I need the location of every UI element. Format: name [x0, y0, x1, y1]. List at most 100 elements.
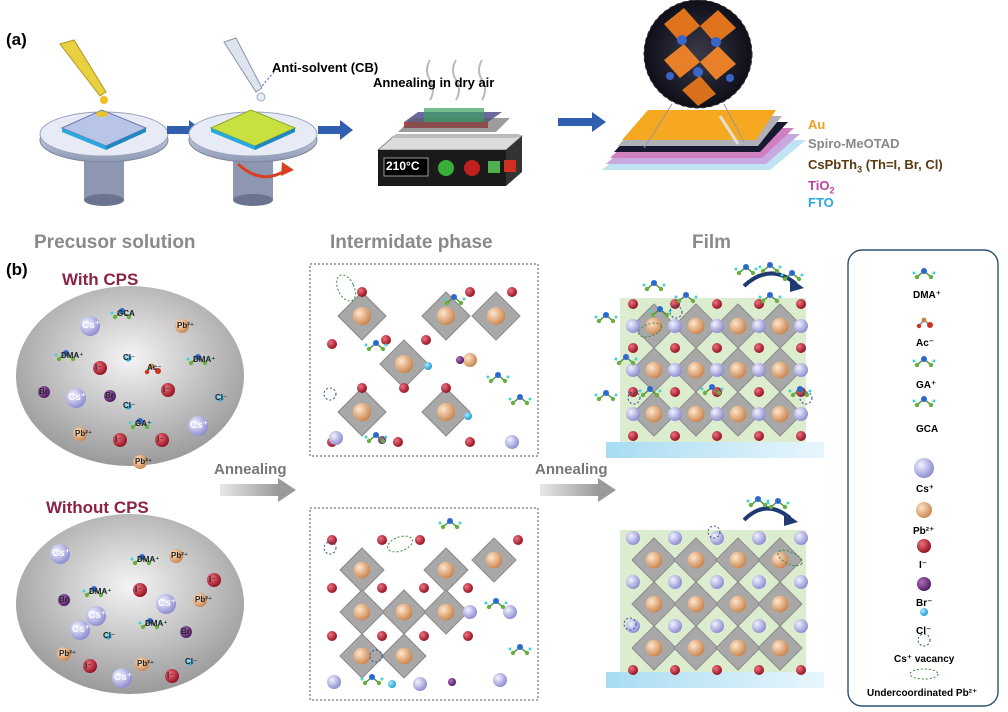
organic-molecule	[138, 618, 162, 630]
intermediate-box-without-cps	[309, 507, 539, 701]
iodide-ion	[712, 343, 722, 353]
bromide-ion	[104, 390, 116, 402]
iodide-ion	[113, 433, 127, 447]
legend-molecule-glyph	[912, 268, 936, 280]
legend-item-label: DMA⁺	[913, 290, 942, 301]
cs-ion	[710, 575, 724, 589]
hydrogen-atom	[364, 435, 368, 439]
organic-molecule	[766, 498, 790, 510]
layer-au-label: Au	[808, 117, 826, 132]
pb-ion	[687, 551, 705, 569]
iodide-ion	[628, 431, 638, 441]
carbon-atom	[444, 300, 450, 306]
iodide-ion	[628, 387, 638, 397]
bottom-ion-label: I⁻	[209, 575, 216, 584]
nitrogen-atom	[495, 372, 501, 378]
nitrogen-atom	[139, 554, 145, 560]
film-top-substrate	[606, 442, 824, 458]
hydrogen-atom	[614, 393, 618, 397]
top-ion-label: GCA	[117, 309, 135, 318]
legend-vacancy-glyph	[917, 633, 931, 647]
chloride-ion	[424, 362, 432, 370]
carbon-atom	[98, 592, 104, 598]
pb-ion	[771, 639, 789, 657]
bromide-ion	[180, 626, 192, 638]
iodide-ion	[357, 287, 367, 297]
pb-ion	[687, 405, 705, 423]
hydrogen-atom	[484, 601, 488, 605]
organic-molecule	[674, 292, 698, 304]
bottom-ion-label: Pb²⁺	[195, 595, 213, 604]
nitrogen-atom	[709, 384, 715, 390]
cs-ion	[70, 620, 90, 640]
hydrogen-atom	[508, 647, 512, 651]
bottom-ion-label: Cl⁻	[185, 657, 198, 666]
cs-ion	[710, 407, 724, 421]
iodide-ion	[712, 431, 722, 441]
pb-ion	[729, 405, 747, 423]
legend-glyphs	[909, 268, 939, 680]
hydrogen-atom	[800, 273, 804, 277]
hydrogen-atom	[766, 501, 770, 505]
header-intermediate: Intermidate phase	[330, 232, 493, 253]
nitrogen-atom	[369, 674, 375, 680]
cs-ion	[710, 363, 724, 377]
legend-undercoordinated-glyph	[909, 668, 939, 680]
nitrogen-atom	[373, 340, 379, 346]
organic-molecule	[508, 644, 532, 656]
hydrogen-atom	[364, 343, 368, 347]
carbon-atom	[616, 360, 622, 366]
pb-ion	[771, 317, 789, 335]
hydrogen-atom	[634, 357, 638, 361]
nitrogen-atom	[517, 394, 523, 400]
top-ion-label: GA⁺	[135, 419, 152, 428]
oxygen-atom	[927, 322, 933, 328]
iodide-ion	[93, 361, 107, 375]
carbon-atom	[440, 524, 446, 530]
pb-ion	[135, 657, 149, 671]
organic-molecule	[128, 418, 152, 430]
hydrogen-atom	[912, 359, 916, 363]
carbon-atom	[644, 286, 650, 292]
organic-molecule	[734, 264, 758, 276]
organic-molecule	[780, 270, 804, 282]
iodide-ion	[327, 583, 337, 593]
acetate-molecule	[144, 363, 161, 375]
oxygen-atom	[155, 368, 161, 374]
nitrogen-atom	[63, 350, 69, 356]
organic-molecule	[642, 280, 666, 292]
cs-ion	[626, 575, 640, 589]
cs-ion	[752, 363, 766, 377]
cs-ion	[493, 673, 507, 687]
pb-ion	[486, 306, 506, 326]
cs-ion	[503, 605, 517, 619]
precursor-ellipse-with-cps	[16, 286, 244, 466]
chloride-ion	[124, 402, 132, 410]
organic-molecule	[442, 294, 466, 306]
bottom-ion-label: Br	[59, 595, 68, 604]
carbon-atom	[774, 268, 780, 274]
nitrogen-atom	[603, 312, 609, 318]
iodide-ion	[754, 343, 764, 353]
carbon-atom	[202, 360, 208, 366]
pb-ion	[352, 402, 372, 422]
oxygen-atom	[144, 369, 150, 375]
top-ion-label: Pb²⁺	[75, 429, 93, 438]
header-precursor: Precusor solution	[34, 232, 196, 253]
hydrogen-atom	[462, 297, 466, 301]
cs-ion	[668, 363, 682, 377]
iodide-ion	[796, 343, 806, 353]
cs-ion	[668, 407, 682, 421]
legend-molecule-glyph	[912, 396, 936, 408]
iodide-ion	[441, 383, 451, 393]
hydrogen-atom	[150, 557, 154, 561]
cs-ion	[188, 416, 208, 436]
top-ion-label: Cl⁻	[123, 353, 136, 362]
cs-ion	[752, 319, 766, 333]
organic-molecule	[486, 372, 510, 384]
nitrogen-atom	[517, 644, 523, 650]
hydrogen-atom	[912, 399, 916, 403]
hydrogen-atom	[128, 421, 132, 425]
iodide-ion	[377, 583, 387, 593]
carbon-atom	[610, 396, 616, 402]
